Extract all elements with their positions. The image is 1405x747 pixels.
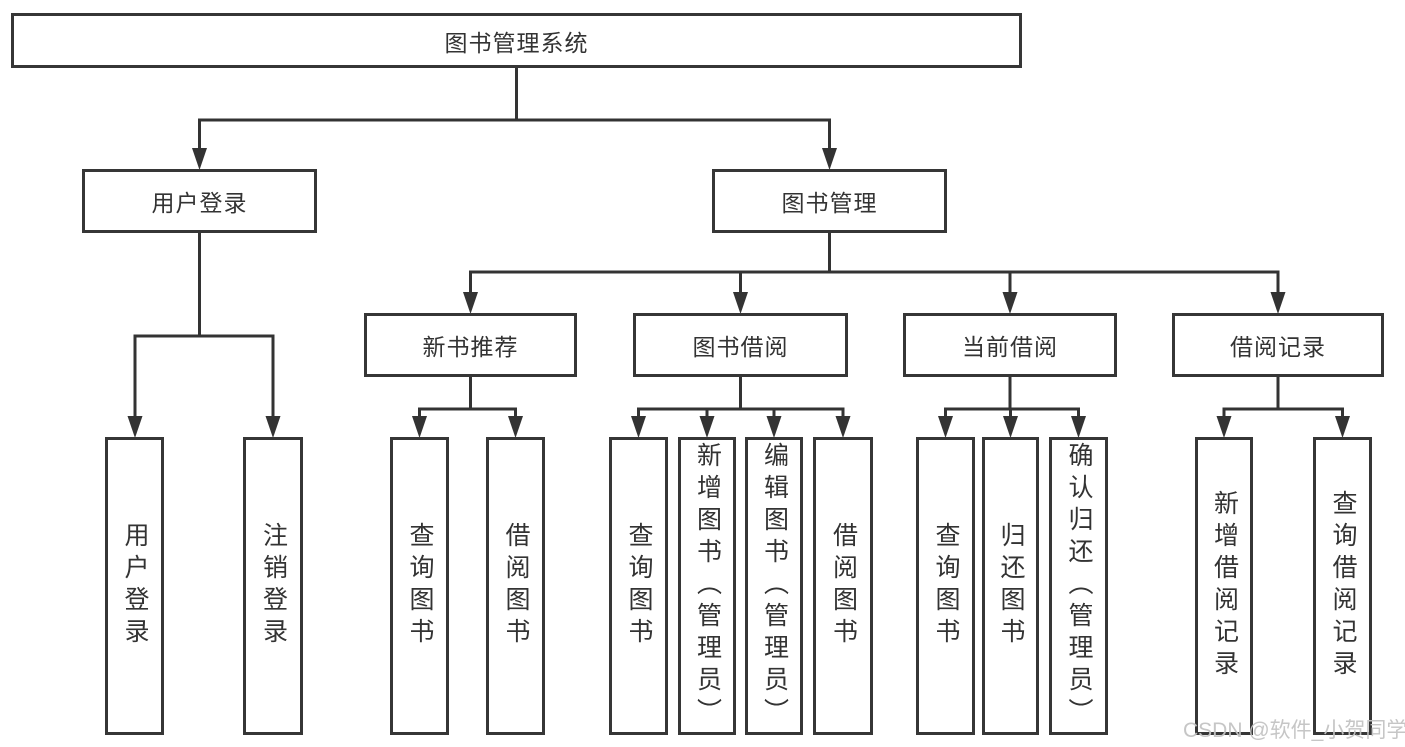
node-leaf-borrow-books: 借阅图书	[813, 437, 873, 735]
node-label: 借阅图书	[502, 522, 530, 650]
node-label: 查询图书	[406, 522, 434, 650]
node-leaf-return-book: 归还图书	[982, 437, 1039, 735]
node-label: 新增图书（管理员）	[693, 442, 722, 730]
node-label: 归还图书	[997, 522, 1025, 650]
node-label: 当前借阅	[962, 334, 1058, 360]
node-leaf-query-borrow-record: 查询借阅记录	[1313, 437, 1372, 735]
node-label: 查询借阅记录	[1329, 490, 1357, 682]
node-label: 用户登录	[151, 190, 248, 216]
node-leaf-add-borrow-record: 新增借阅记录	[1195, 437, 1253, 735]
node-label: 新增借阅记录	[1210, 490, 1239, 682]
node-borrow-record: 借阅记录	[1172, 313, 1384, 377]
node-label: 图书管理系统	[444, 29, 589, 56]
node-label: 借阅图书	[829, 522, 858, 650]
node-leaf-user-login: 用户登录	[105, 437, 164, 735]
node-leaf-edit-book-admin: 编辑图书（管理员）	[745, 437, 803, 735]
node-label: 图书管理	[781, 190, 878, 216]
node-root: 图书管理系统	[11, 13, 1022, 68]
node-label: 注销登录	[259, 522, 288, 650]
node-user-login: 用户登录	[82, 169, 317, 233]
node-book-borrow: 图书借阅	[633, 313, 848, 377]
node-current-borrow: 当前借阅	[903, 313, 1117, 377]
node-label: 查询图书	[932, 522, 960, 650]
node-label: 查询图书	[625, 522, 653, 650]
node-book-management: 图书管理	[712, 169, 947, 233]
node-leaf-query-books-borrow: 查询图书	[609, 437, 668, 735]
node-label: 新书推荐	[422, 334, 519, 360]
node-label: 图书借阅	[692, 334, 789, 360]
watermark: CSDN @软件_小贺同学	[1183, 719, 1405, 742]
node-new-book-recommend: 新书推荐	[364, 313, 577, 377]
node-leaf-borrow-books-recommend: 借阅图书	[486, 437, 545, 735]
node-label: 编辑图书（管理员）	[760, 442, 789, 730]
node-leaf-query-books-current: 查询图书	[916, 437, 975, 735]
node-leaf-query-books-recommend: 查询图书	[390, 437, 449, 735]
node-leaf-logout: 注销登录	[243, 437, 303, 735]
node-leaf-confirm-return-admin: 确认归还（管理员）	[1049, 437, 1108, 735]
node-label: 用户登录	[121, 522, 149, 650]
node-label: 确认归还（管理员）	[1065, 442, 1093, 730]
node-label: 借阅记录	[1230, 334, 1326, 360]
node-leaf-add-book-admin: 新增图书（管理员）	[678, 437, 736, 735]
